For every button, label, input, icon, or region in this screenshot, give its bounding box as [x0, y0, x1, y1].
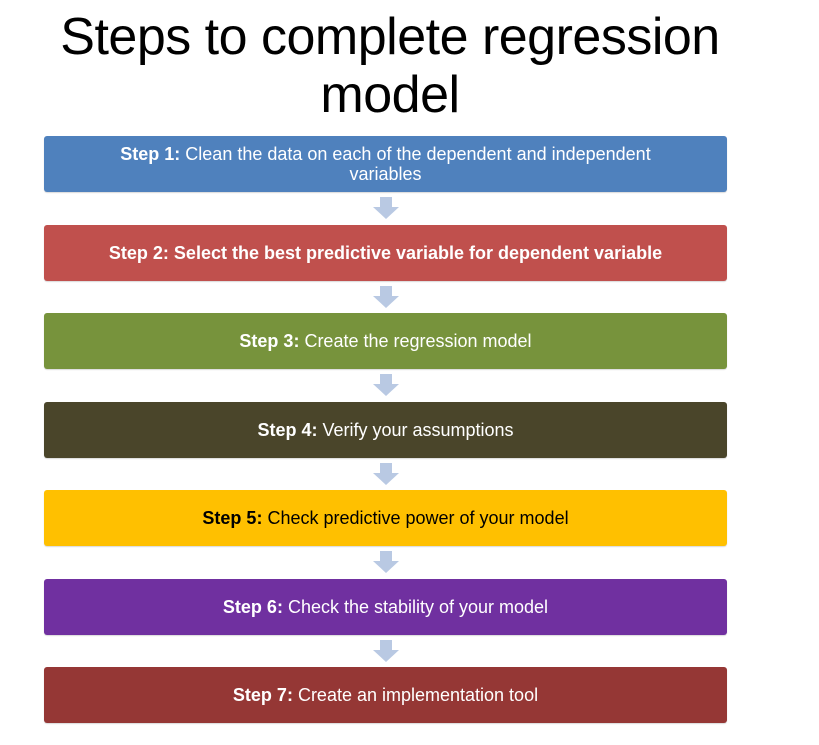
- down-arrow-icon: [372, 197, 399, 220]
- step-2-text: Select the best predictive variable for …: [168, 242, 663, 263]
- step-2-box: Step 2: Select the best predictive varia…: [44, 224, 727, 281]
- step-7-box: Step 7: Create an implementation tool: [44, 667, 727, 723]
- step-3-label: Step 3:: [239, 331, 300, 351]
- step-4-label: Step 4:: [257, 419, 318, 440]
- arrow-2-3: [44, 281, 727, 314]
- step-5-box: Step 5: Check predictive power of your m…: [44, 490, 727, 546]
- step-6-label: Step 6:: [222, 596, 283, 617]
- down-arrow-icon: [372, 551, 399, 574]
- step-1-box: Step 1: Clean the data on each of the de…: [44, 136, 727, 192]
- down-arrow-icon: [372, 462, 399, 485]
- step-2-label: Step 2:: [108, 242, 169, 263]
- steps-flow: Step 1: Clean the data on each of the de…: [44, 136, 727, 723]
- step-6-box: Step 6: Check the stability of your mode…: [44, 578, 727, 635]
- step-5-text: Check predictive power of your model: [262, 508, 569, 528]
- arrow-4-5: [44, 458, 727, 491]
- step-1-text: Clean the data on each of the dependent …: [180, 144, 651, 184]
- title-line-2: model: [320, 66, 460, 124]
- step-4-text: Verify your assumptions: [317, 419, 514, 440]
- arrow-6-7: [44, 635, 727, 668]
- step-7-label: Step 7:: [232, 685, 293, 705]
- arrow-1-2: [44, 192, 727, 225]
- down-arrow-icon: [372, 374, 399, 397]
- arrow-3-4: [44, 369, 727, 402]
- page-title: Steps to complete regression model: [0, 8, 780, 124]
- step-3-box: Step 3: Create the regression model: [44, 313, 727, 369]
- step-1-label: Step 1:: [120, 144, 181, 164]
- arrow-5-6: [44, 546, 727, 579]
- down-arrow-icon: [372, 639, 399, 662]
- step-5-label: Step 5:: [202, 508, 263, 528]
- step-7-text: Create an implementation tool: [292, 685, 539, 705]
- title-line-1: Steps to complete regression: [60, 8, 720, 66]
- down-arrow-icon: [372, 285, 399, 308]
- step-6-text: Check the stability of your model: [282, 596, 549, 617]
- step-4-box: Step 4: Verify your assumptions: [44, 401, 727, 458]
- step-3-text: Create the regression model: [299, 331, 532, 351]
